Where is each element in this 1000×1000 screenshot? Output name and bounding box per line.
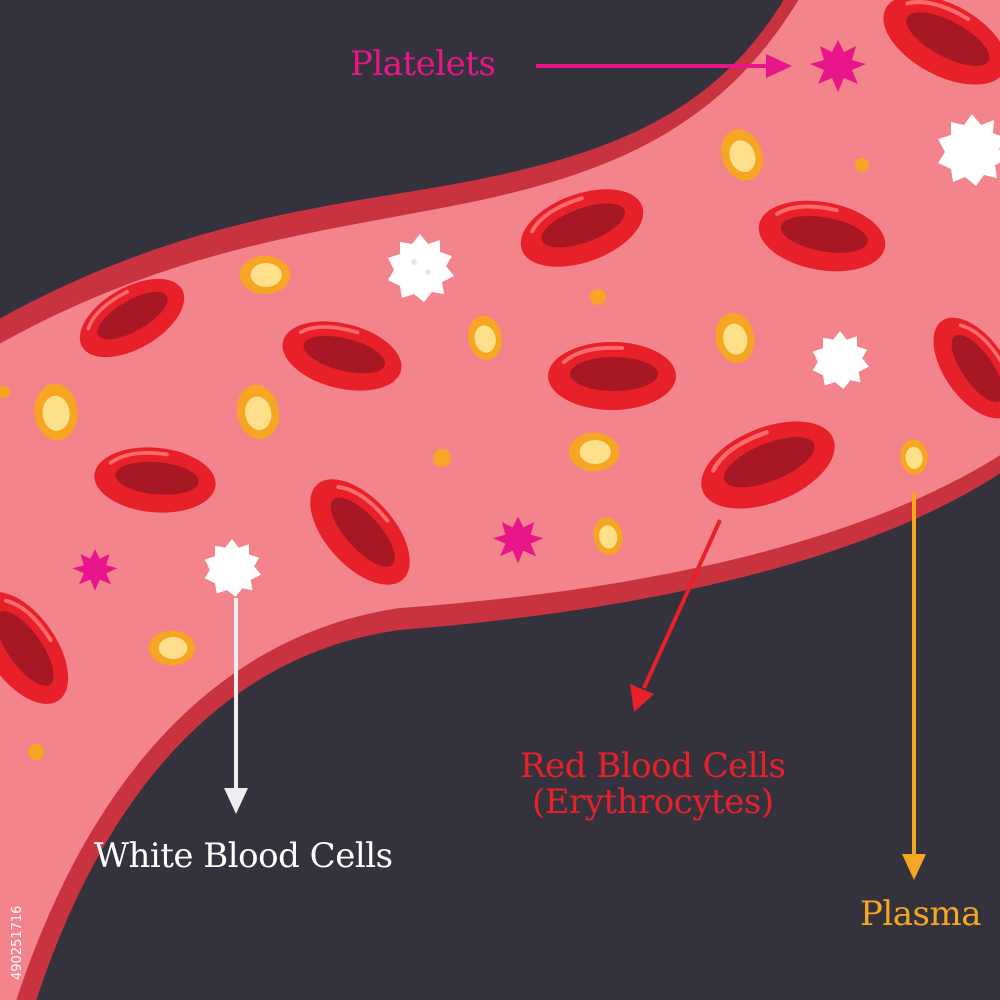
red-blood-cells-label-line1: Red Blood Cells [520, 746, 786, 786]
plasma-particles [0, 123, 930, 760]
red-blood-cells-arrow [630, 519, 722, 712]
white-blood-cells [204, 114, 1000, 597]
white-blood-cells-label: White Blood Cells [94, 836, 393, 876]
platelets-arrow [536, 54, 792, 78]
red-blood-cells-label: Red Blood Cells (Erythrocytes) [520, 748, 786, 820]
white-blood-cells-arrow [224, 598, 248, 814]
plasma-label: Plasma [860, 894, 981, 934]
plasma-arrow [902, 492, 926, 880]
red-blood-cells-label-line2: (Erythrocytes) [531, 782, 774, 822]
platelets [72, 40, 866, 591]
stock-id-watermark: 490251716 [10, 905, 25, 980]
platelets-label: Platelets [350, 44, 496, 84]
